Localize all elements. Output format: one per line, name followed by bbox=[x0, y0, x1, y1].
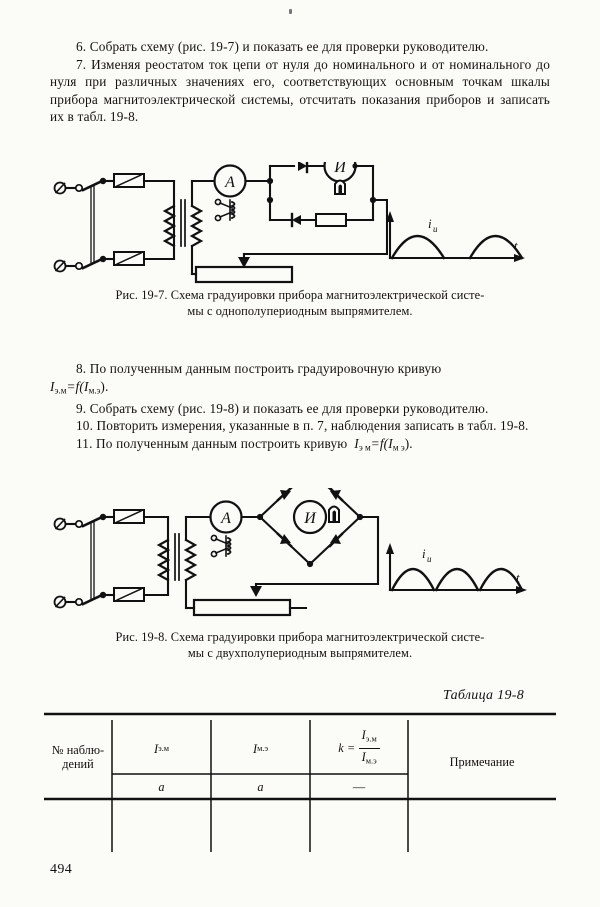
figure-19-7-circuit: А И bbox=[48, 162, 388, 290]
table-unit-i-me: a bbox=[257, 779, 264, 794]
table-cell-k-ratio[interactable] bbox=[310, 802, 408, 852]
table-header-observations: № наблю- дений bbox=[51, 743, 105, 771]
page-number: 494 bbox=[50, 862, 73, 877]
svg-text:t: t bbox=[516, 570, 520, 585]
scan-speck bbox=[289, 9, 292, 14]
svg-text:и: и bbox=[433, 224, 438, 234]
table-cell-i-me[interactable] bbox=[211, 802, 310, 852]
paragraph-7: 7. Изменяя реостатом ток цепи от нуля до… bbox=[50, 56, 550, 125]
svg-text:И: И bbox=[333, 162, 347, 176]
table-title: Таблица 19-8 bbox=[443, 688, 525, 703]
figure-19-8-caption: Рис. 19-8. Схема градуировки прибора маг… bbox=[115, 630, 485, 660]
paragraph-block-8-11: 8. По полученным данным построить градуи… bbox=[50, 360, 550, 457]
formula-8-symbol: I bbox=[50, 378, 55, 394]
table-unit-i-em: a bbox=[158, 779, 165, 794]
figure-19-8-waveform: i и t bbox=[382, 536, 537, 602]
table-cell-i-em[interactable] bbox=[112, 802, 211, 852]
formula-11-symbol: I bbox=[354, 435, 359, 451]
table-cell-note[interactable] bbox=[408, 802, 556, 852]
svg-text:А: А bbox=[224, 174, 235, 191]
table-header-note: Примечание bbox=[449, 755, 515, 769]
paragraph-6: 6. Собрать схему (рис. 19-7) и показать … bbox=[76, 39, 489, 54]
paragraph-block-6-7: 6. Собрать схему (рис. 19-7) и показать … bbox=[50, 38, 550, 126]
paragraph-8: 8. По полученным данным построить градуи… bbox=[50, 361, 442, 396]
svg-text:И: И bbox=[303, 510, 317, 527]
figure-19-8-circuit: А И bbox=[48, 488, 388, 620]
svg-text:i: i bbox=[428, 216, 432, 231]
svg-text:А: А bbox=[220, 510, 231, 527]
table-unit-k-ratio: — bbox=[352, 779, 366, 794]
paragraph-11: 11. По полученным данным построить криву… bbox=[76, 435, 413, 453]
table-cell-observations[interactable] bbox=[44, 802, 112, 852]
svg-text:i: i bbox=[422, 546, 426, 561]
table-header-k-ratio: k= Iэ.м Iм.э bbox=[310, 724, 408, 772]
paragraph-9: 9. Собрать схему (рис. 19-8) и показать … bbox=[76, 400, 489, 416]
figure-19-7-caption: Рис. 19-7. Схема градуировки прибора маг… bbox=[115, 288, 485, 318]
paragraph-10: 10. Повторить измерения, указанные в п. … bbox=[76, 418, 529, 434]
figure-19-7-waveform: i и t bbox=[382, 206, 532, 268]
svg-text:t: t bbox=[514, 238, 518, 253]
svg-text:и: и bbox=[427, 554, 432, 564]
